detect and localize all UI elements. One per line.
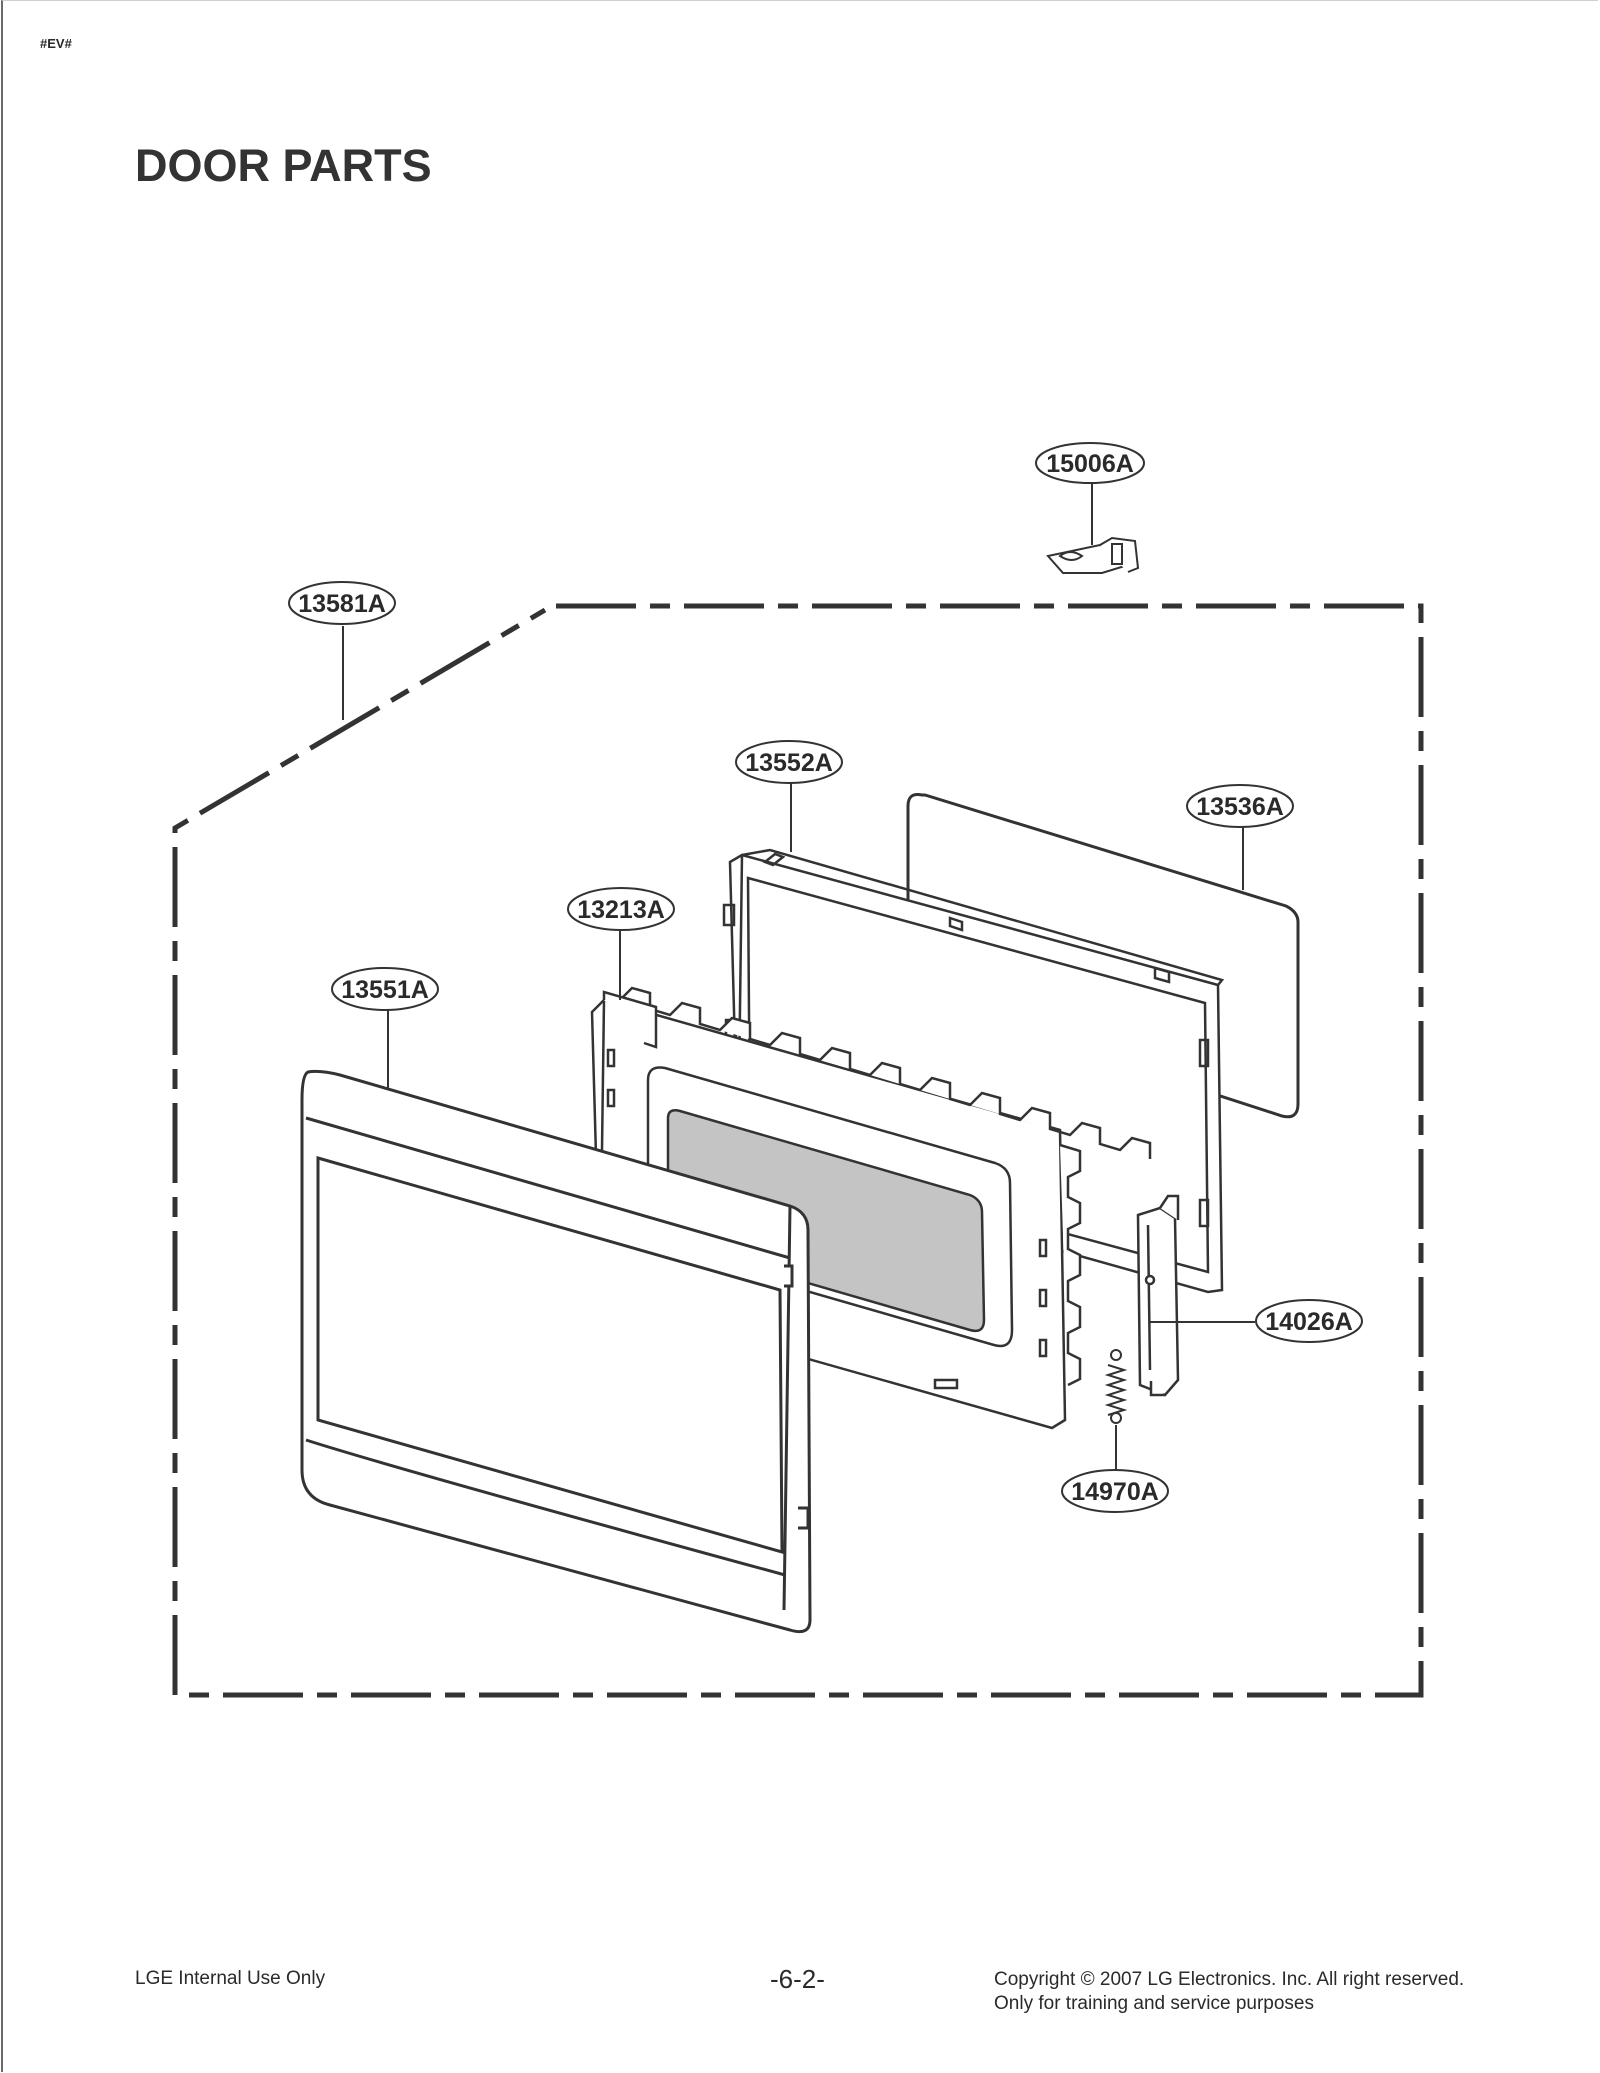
callout-13536A: 13536A: [1186, 784, 1294, 828]
front-door-13551A: [300, 1069, 812, 1634]
page-number: -6-2-: [770, 1964, 825, 1994]
document-tag: #EV#: [40, 36, 72, 51]
latch-part-15006A: [1046, 536, 1140, 574]
footer-internal-use: LGE Internal Use Only: [135, 1968, 326, 1989]
callout-label: 14970A: [1071, 1478, 1159, 1506]
copyright-line: Copyright © 2007 LG Electronics. Inc. Al…: [994, 1969, 1465, 1990]
training-note: Only for training and service purposes: [994, 1993, 1314, 2014]
callout-13551A: 13551A: [331, 967, 439, 1011]
callout-label: 15006A: [1046, 450, 1134, 478]
inner-door-13213A: [590, 986, 1152, 1430]
hinge-14026A: [1136, 1194, 1180, 1397]
callout-13213A: 13213A: [567, 887, 675, 931]
callout-15006A: 15006A: [1035, 442, 1145, 484]
spring-14970A: [1104, 1349, 1128, 1424]
callout-label: 13552A: [745, 749, 833, 777]
callout-14970A: 14970A: [1061, 1469, 1169, 1513]
callout-label: 13536A: [1196, 793, 1284, 821]
callout-label: 13551A: [341, 976, 429, 1004]
choke-teeth: [619, 986, 1152, 1159]
leader-lines: [342, 483, 1255, 1475]
footer-copyright: Copyright © 2007 LG Electronics. Inc. Al…: [994, 1968, 1464, 2016]
callout-label: 13213A: [577, 896, 665, 924]
page-title: DOOR PARTS: [135, 140, 432, 191]
callout-13552A: 13552A: [735, 740, 843, 784]
callout-label: 13581A: [298, 590, 386, 618]
callout-14026A: 14026A: [1255, 1299, 1363, 1343]
callout-label: 14026A: [1265, 1308, 1353, 1336]
assembly-boundary: [172, 603, 1424, 1698]
callout-13581A: 13581A: [288, 581, 396, 625]
